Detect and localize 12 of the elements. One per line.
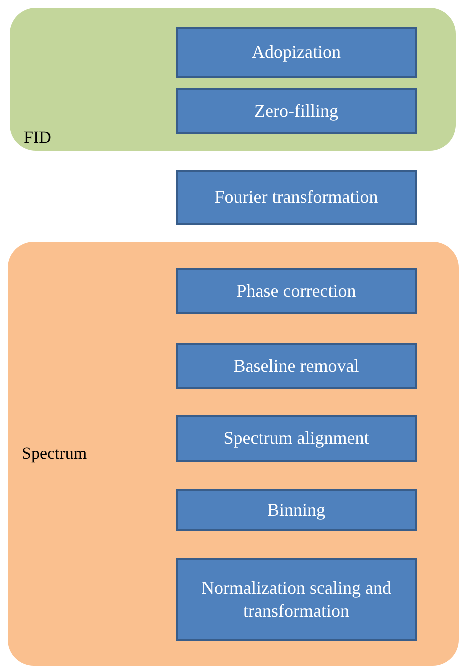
process-box: Fourier transformation xyxy=(176,170,417,225)
process-box: Normalization scaling and transformation xyxy=(176,558,417,641)
process-box: Adopization xyxy=(176,27,417,78)
process-box: Phase correction xyxy=(176,268,417,314)
process-box: Binning xyxy=(176,489,417,531)
group-label: FID xyxy=(24,128,52,148)
group-label: Spectrum xyxy=(22,444,88,464)
group-panel xyxy=(8,242,459,666)
process-box: Baseline removal xyxy=(176,343,417,389)
group-panel xyxy=(10,8,456,151)
process-box: Spectrum alignment xyxy=(176,415,417,462)
process-box: Zero-filling xyxy=(176,88,417,134)
